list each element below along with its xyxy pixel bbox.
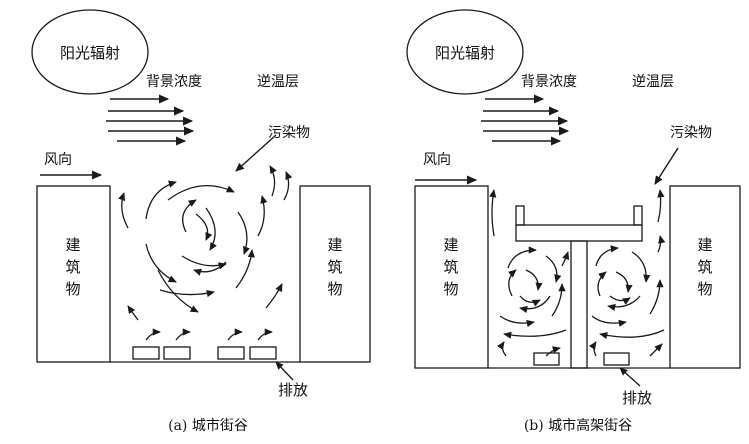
solar-radiation-label: 阳光辐射 (435, 44, 495, 62)
panel-a-labels: 阳光辐射 背景浓度 逆温层 污染物 风向 建 筑 物 建 筑 物 排放 (a) … (44, 44, 343, 434)
vehicle (603, 352, 630, 366)
inversion-layer-label: 逆温层 (632, 74, 674, 90)
building-right-char-2: 筑 (697, 258, 712, 276)
building-left (36, 185, 111, 363)
elevated-road-parapet-left (515, 205, 525, 226)
building-right-char-2: 筑 (327, 258, 342, 276)
solar-radiation-ellipse (406, 9, 524, 95)
background-concentration-label: 背景浓度 (521, 74, 577, 90)
pollutant-pointer-arrow (654, 147, 679, 185)
wind-direction-label: 风向 (423, 152, 451, 168)
building-right-char-1: 建 (697, 236, 712, 254)
building-right-char-3: 物 (327, 280, 342, 298)
building-right (669, 185, 741, 369)
building-left-char-1: 建 (443, 236, 458, 254)
background-concentration-arrows (106, 94, 195, 146)
building-left-char-1: 建 (65, 236, 80, 254)
wind-direction-label: 风向 (44, 152, 72, 168)
solar-radiation-label: 阳光辐射 (60, 44, 120, 62)
emission-pointer-arrow (619, 367, 641, 387)
solar-radiation-ellipse (31, 9, 149, 95)
building-left-char-3: 物 (65, 280, 80, 298)
vehicle (533, 352, 560, 366)
building-left-char-3: 物 (443, 280, 458, 298)
vehicle (132, 346, 160, 360)
background-concentration-arrows (481, 94, 570, 146)
building-left-char-2: 筑 (443, 258, 458, 276)
building-left (414, 185, 489, 369)
vortex-arrows (118, 165, 293, 341)
inversion-layer-label: 逆温层 (257, 74, 299, 90)
pollutant-label: 污染物 (670, 125, 712, 141)
elevated-road-parapet-right (633, 205, 643, 226)
panel-a (31, 9, 371, 381)
building-right-char-3: 物 (697, 280, 712, 298)
vortex-arrows (489, 189, 666, 357)
pollutant-pointer-arrow (235, 134, 277, 172)
building-left-char-2: 筑 (65, 258, 80, 276)
emission-pointer-arrow (275, 361, 294, 381)
vehicle (163, 346, 191, 360)
panel-b-labels: 阳光辐射 背景浓度 逆温层 污染物 风向 建 筑 物 建 筑 物 排放 (b) … (423, 44, 713, 434)
building-right (299, 185, 371, 363)
emission-label: 排放 (622, 389, 652, 407)
panel-b-caption: (b) 城市高架街谷 (524, 417, 632, 434)
background-concentration-label: 背景浓度 (146, 74, 202, 90)
elevated-road-pier (570, 240, 588, 369)
panel-b (406, 9, 741, 387)
vehicle (249, 346, 277, 360)
pollutant-label: 污染物 (268, 125, 310, 141)
building-right-char-1: 建 (327, 236, 342, 254)
vehicle (217, 346, 245, 360)
emission-label: 排放 (278, 381, 308, 399)
elevated-road-deck (515, 224, 643, 242)
panel-a-caption: (a) 城市街谷 (168, 417, 248, 434)
